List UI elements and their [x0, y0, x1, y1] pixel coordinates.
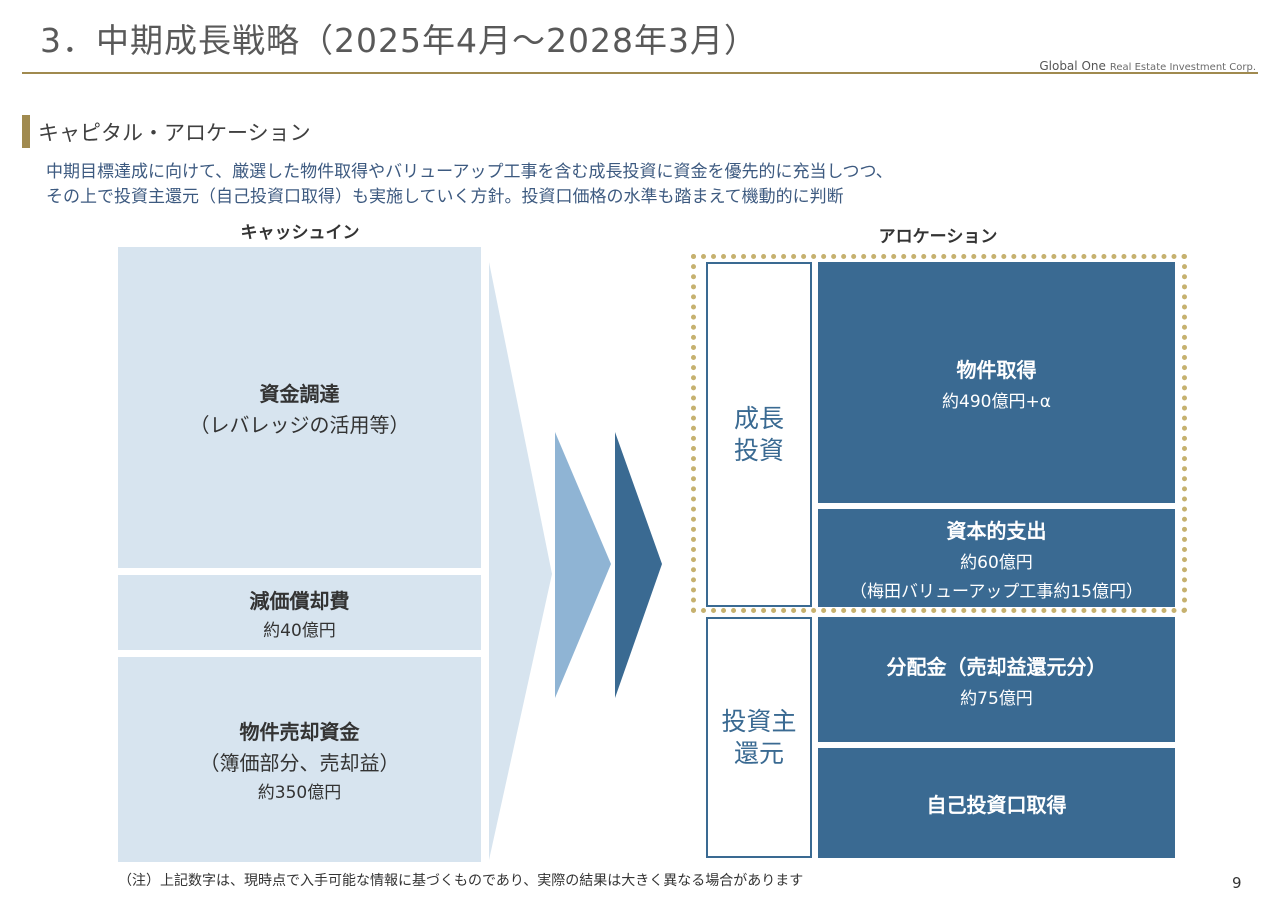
- acquisition-box: 物件取得 約490億円+α: [818, 262, 1175, 503]
- flow-arrow-large: [489, 262, 552, 860]
- page-number: 9: [1232, 874, 1242, 892]
- flow-arrow-dark: [615, 432, 662, 698]
- logo-main-text: Global One: [1039, 59, 1106, 73]
- flow-arrows: [489, 262, 662, 860]
- capex-amount: 約60億円: [960, 552, 1033, 573]
- depreciation-box: 減価償却費 約40億円: [118, 575, 481, 650]
- distribution-box: 分配金（売却益還元分） 約75億円: [818, 617, 1175, 742]
- funding-subtitle: （レバレッジの活用等）: [189, 412, 410, 437]
- section-description-line-1: 中期目標達成に向けて、厳選した物件取得やバリューアップ工事を含む成長投資に資金を…: [46, 162, 893, 182]
- capex-box: 資本的支出 約60億円 （梅田バリューアップ工事約15億円）: [818, 509, 1175, 607]
- funding-title: 資金調達: [259, 381, 340, 406]
- distribution-title: 分配金（売却益還元分）: [886, 654, 1107, 679]
- property-sale-amount: 約350億円: [257, 783, 342, 803]
- growth-investment-label-box: 成長 投資: [706, 262, 812, 607]
- growth-label-line-2: 投資: [733, 435, 784, 465]
- return-label-line-1: 投資主: [721, 707, 797, 737]
- return-label-line-2: 還元: [733, 738, 784, 768]
- cash-in-heading: キャッシュイン: [240, 223, 360, 243]
- allocation-heading: アロケーション: [878, 227, 998, 247]
- property-sale-title: 物件売却資金: [239, 720, 360, 744]
- footnote: （注）上記数字は、現時点で入手可能な情報に基づくものであり、実際の結果は大きく異…: [118, 873, 804, 889]
- page-title: 3．中期成長戦略（2025年4月～2028年3月）: [40, 21, 758, 60]
- flow-arrow-medium: [555, 432, 611, 698]
- property-sale-box: 物件売却資金 （簿価部分、売却益） 約350億円: [118, 657, 481, 862]
- growth-investment-frame: [691, 254, 1187, 613]
- depreciation-title: 減価償却費: [249, 588, 350, 613]
- acquisition-title: 物件取得: [956, 357, 1037, 382]
- buyback-box: 自己投資口取得: [818, 748, 1175, 858]
- section-description-line-2: その上で投資主還元（自己投資口取得）も実施していく方針。投資口価格の水準も踏まえ…: [46, 187, 844, 207]
- growth-label-line-1: 成長: [733, 404, 784, 434]
- depreciation-amount: 約40億円: [263, 620, 336, 641]
- capex-title: 資本的支出: [946, 518, 1047, 543]
- logo-sub-text: Real Estate Investment Corp.: [1109, 62, 1256, 73]
- shareholder-return-label-box: 投資主 還元: [706, 617, 812, 858]
- funding-box: 資金調達 （レバレッジの活用等）: [118, 247, 481, 568]
- acquisition-amount: 約490億円+α: [942, 391, 1051, 412]
- header-divider: [22, 72, 1258, 74]
- section-accent-bar: [22, 115, 30, 148]
- distribution-amount: 約75億円: [960, 688, 1033, 709]
- property-sale-subtitle: （簿価部分、売却益）: [199, 751, 400, 775]
- capex-note: （梅田バリューアップ工事約15億円）: [850, 581, 1143, 602]
- buyback-title: 自己投資口取得: [926, 792, 1067, 817]
- section-title: キャピタル・アロケーション: [38, 121, 311, 145]
